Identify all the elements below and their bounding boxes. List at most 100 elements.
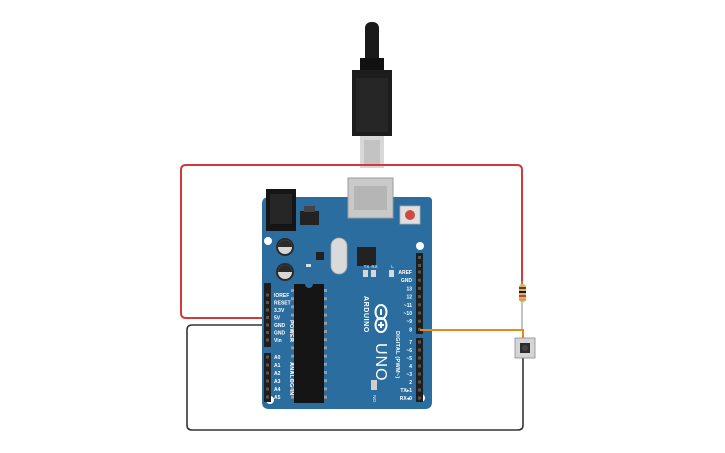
digital-pin-label: ~11 [404, 303, 412, 309]
chip-leg [324, 371, 327, 374]
digital-section-label: DIGITAL (PWM~) [394, 331, 400, 379]
chip-leg [324, 297, 327, 301]
power-pin-label: RESET [274, 301, 291, 307]
digital-header-top [416, 253, 423, 334]
orange-wire[interactable] [420, 329, 524, 342]
digital-pin-label: ~3 [406, 372, 412, 378]
chip-leg [291, 330, 294, 333]
chip-leg [291, 387, 294, 391]
black-wire[interactable] [186, 324, 524, 431]
analog-pin[interactable] [266, 379, 269, 383]
digital-pin[interactable] [418, 340, 421, 344]
chip-leg [324, 321, 327, 325]
digital-pin[interactable] [418, 348, 421, 352]
chip-leg [291, 289, 294, 292]
digital-pin-label: ~6 [406, 348, 412, 354]
digital-pin-label: 2 [409, 380, 412, 386]
digital-pin[interactable] [418, 380, 421, 384]
led-label: TX [364, 264, 370, 269]
power-pin[interactable] [266, 301, 269, 304]
digital-pin-label: GND [401, 278, 413, 284]
chip-leg [324, 387, 327, 391]
arduino-logo [374, 304, 388, 333]
analog-pin-label: A4 [274, 387, 281, 393]
digital-pin[interactable] [418, 278, 421, 282]
chip-leg [291, 362, 294, 366]
chip-leg [291, 297, 294, 301]
digital-pin-label: RX◂0 [400, 396, 412, 402]
power-section-label: POWER [288, 320, 294, 342]
chip-leg [324, 313, 327, 317]
power-pin[interactable] [266, 316, 269, 319]
pushbutton[interactable] [514, 337, 536, 359]
model-label: UNO [372, 343, 389, 382]
digital-pin-label: 13 [406, 286, 412, 292]
digital-pin-label: AREF [398, 270, 412, 276]
digital-pin[interactable] [418, 286, 421, 290]
chip-leg [324, 354, 327, 358]
digital-pin-label: 7 [409, 340, 412, 346]
on-led-label: ON [372, 395, 377, 402]
power-pin[interactable] [266, 338, 269, 342]
digital-pin[interactable] [418, 327, 421, 331]
capacitor-2 [276, 263, 294, 281]
red-wire[interactable] [180, 164, 523, 319]
chip-leg [324, 379, 327, 383]
digital-pin[interactable] [418, 270, 421, 274]
digital-pin[interactable] [418, 256, 421, 259]
analog-header [264, 353, 271, 402]
digital-pin[interactable] [418, 388, 421, 392]
digital-pin-label: ~9 [406, 319, 412, 325]
digital-header-bottom [416, 338, 423, 402]
digital-pin[interactable] [418, 396, 421, 400]
power-pin[interactable] [266, 323, 269, 327]
analog-pin-label: A5 [274, 395, 281, 401]
analog-pin[interactable] [266, 395, 269, 399]
digital-pin[interactable] [418, 319, 421, 323]
power-pin-label: IOREF [274, 293, 289, 299]
analog-pin-label: A2 [274, 371, 281, 377]
chip-leg [291, 321, 294, 325]
digital-pin[interactable] [418, 264, 421, 267]
chip-leg [324, 305, 327, 309]
chip-leg [324, 395, 327, 399]
digital-pin[interactable] [418, 372, 421, 376]
usb-cable[interactable] [352, 22, 392, 168]
digital-pin[interactable] [418, 295, 421, 299]
digital-pin-label: 4 [409, 364, 412, 370]
digital-pin[interactable] [418, 303, 421, 307]
power-pin[interactable] [266, 293, 269, 297]
chip-leg [324, 346, 327, 350]
chip-leg [324, 330, 327, 333]
power-pin-label: GND [274, 331, 286, 337]
digital-pin[interactable] [418, 356, 421, 360]
analog-pin[interactable] [266, 387, 269, 391]
brand-label: ARDUINO [362, 296, 369, 333]
power-jack [266, 189, 296, 231]
digital-pin-label: 12 [406, 295, 412, 301]
microcontroller [291, 284, 327, 403]
analog-pin-label: A3 [274, 379, 281, 385]
chip-leg [324, 362, 327, 366]
reset-button[interactable] [399, 205, 421, 225]
chip-leg [291, 346, 294, 350]
chip-leg [291, 354, 294, 358]
power-pin-label: Vin [274, 338, 282, 344]
arduino-board[interactable]: ON ARDUINO UNO IOREFRESET3.3V5VGNDGNDVin… [262, 177, 432, 409]
analog-pin[interactable] [266, 355, 269, 359]
analog-pin[interactable] [266, 371, 269, 375]
power-pin-label: 3.3V [274, 308, 285, 314]
chip-leg [291, 305, 294, 309]
digital-pin[interactable] [418, 364, 421, 368]
digital-pin-label: ~10 [404, 311, 413, 317]
power-pin[interactable] [266, 331, 269, 334]
digital-pin-label: TX▸1 [400, 388, 412, 394]
power-header [264, 283, 271, 347]
digital-pin[interactable] [418, 311, 421, 315]
resistor[interactable] [519, 281, 526, 330]
analog-pin[interactable] [266, 363, 269, 367]
chip-leg [291, 371, 294, 374]
power-pin[interactable] [266, 308, 269, 312]
digital-pin-label: 8 [409, 327, 412, 333]
